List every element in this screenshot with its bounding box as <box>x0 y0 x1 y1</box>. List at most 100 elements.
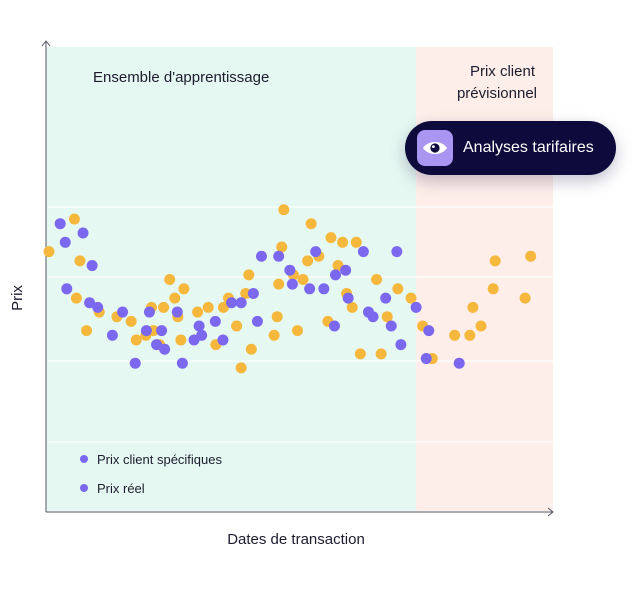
data-point-series0-33 <box>278 204 290 216</box>
data-point-series0-45 <box>346 301 358 313</box>
data-point-series0-62 <box>525 250 537 262</box>
data-point-series1-11 <box>143 306 155 318</box>
data-point-series0-49 <box>375 348 387 360</box>
data-point-series0-15 <box>169 292 181 304</box>
data-point-series1-34 <box>329 269 341 281</box>
region-label-forecast-line1: Prix client <box>470 63 536 80</box>
data-point-series1-21 <box>217 334 229 346</box>
data-point-series0-7 <box>125 315 137 327</box>
data-point-series1-44 <box>410 301 422 313</box>
data-point-series0-58 <box>475 320 487 332</box>
chart-axes <box>41 40 554 517</box>
data-point-series0-28 <box>245 343 257 355</box>
data-point-series0-32 <box>276 241 288 253</box>
data-point-series0-31 <box>273 278 285 290</box>
data-point-series0-24 <box>231 320 243 332</box>
data-point-series0-59 <box>487 283 499 295</box>
data-point-series0-17 <box>175 334 187 346</box>
data-point-series1-40 <box>380 292 392 304</box>
data-point-series0-22 <box>217 301 229 313</box>
data-point-series1-13 <box>156 325 168 337</box>
x-axis-label: Dates de transaction <box>227 531 365 548</box>
data-point-series1-32 <box>318 283 330 295</box>
data-point-series0-48 <box>371 274 383 285</box>
data-point-series1-16 <box>176 357 188 369</box>
data-point-series1-3 <box>77 227 89 239</box>
data-point-series0-55 <box>449 329 461 341</box>
data-point-series0-38 <box>305 218 317 230</box>
data-point-series1-27 <box>273 250 285 262</box>
data-point-series1-10 <box>140 325 152 337</box>
data-point-series0-35 <box>291 325 303 337</box>
data-point-series0-29 <box>268 329 280 341</box>
data-point-series0-20 <box>202 301 214 313</box>
data-point-series1-41 <box>385 320 397 332</box>
data-point-series1-26 <box>255 250 267 262</box>
data-point-series1-42 <box>391 246 403 258</box>
data-point-series0-56 <box>464 329 476 341</box>
data-point-series0-52 <box>405 292 417 304</box>
data-point-series1-1 <box>59 236 71 248</box>
data-point-series1-35 <box>340 264 352 276</box>
legend-marker-specific-price <box>80 455 88 463</box>
data-point-series0-4 <box>81 325 93 337</box>
data-point-series1-9 <box>129 357 141 369</box>
data-point-series1-23 <box>235 297 247 309</box>
data-point-series1-31 <box>310 246 322 258</box>
data-point-series1-7 <box>106 329 118 341</box>
data-point-series1-25 <box>251 315 263 327</box>
data-point-series1-20 <box>209 315 221 327</box>
eye-icon <box>417 130 453 166</box>
data-point-series1-8 <box>117 306 129 318</box>
data-point-series1-43 <box>395 339 407 351</box>
data-point-series0-37 <box>302 255 314 267</box>
legend-label-specific-price: Prix client spécifiques <box>97 452 222 467</box>
data-point-series0-41 <box>325 232 337 244</box>
data-point-series1-19 <box>196 329 208 341</box>
data-point-series0-3 <box>74 255 86 267</box>
y-axis-label: Prix <box>9 285 26 311</box>
data-point-series1-29 <box>286 278 298 290</box>
data-point-series0-19 <box>192 306 204 318</box>
data-point-series1-46 <box>423 325 435 337</box>
data-point-series0-30 <box>271 311 283 323</box>
pricing-analysis-badge: Analyses tarifaires <box>405 121 616 175</box>
data-point-series0-36 <box>297 274 309 285</box>
data-point-series1-36 <box>342 292 354 304</box>
legend: Prix client spécifiques Prix réel <box>80 452 222 496</box>
data-point-series1-33 <box>328 320 340 332</box>
badge-label: Analyses tarifaires <box>463 139 594 156</box>
data-point-series0-1 <box>68 213 80 225</box>
legend-marker-real-price <box>80 484 88 492</box>
data-point-series0-43 <box>337 236 349 248</box>
y-axis-arrow <box>41 40 51 47</box>
data-point-series1-39 <box>367 311 379 323</box>
data-point-series0-57 <box>467 301 479 313</box>
data-point-series0-47 <box>354 348 366 360</box>
x-axis-arrow <box>547 507 554 517</box>
data-point-series1-15 <box>171 306 183 318</box>
region-background-0 <box>46 47 417 511</box>
data-point-series0-2 <box>70 292 82 304</box>
region-label-forecast-line2: prévisionnel <box>457 85 537 102</box>
legend-label-real-price: Prix réel <box>97 481 145 496</box>
data-point-series1-28 <box>284 264 296 276</box>
data-point-series0-46 <box>350 236 362 248</box>
data-point-series0-0 <box>43 246 55 258</box>
data-point-series1-24 <box>247 287 259 299</box>
data-point-series0-14 <box>164 274 176 285</box>
data-point-series1-18 <box>193 320 205 332</box>
data-point-series0-8 <box>130 334 142 346</box>
data-point-series0-25 <box>235 362 247 374</box>
data-point-series1-12 <box>151 339 163 351</box>
data-point-series1-5 <box>86 260 98 272</box>
data-point-series0-13 <box>158 301 170 313</box>
data-point-series0-27 <box>243 269 255 281</box>
data-point-series0-61 <box>519 292 531 304</box>
chart-points <box>43 204 537 374</box>
data-point-series1-2 <box>61 283 73 295</box>
data-point-series0-18 <box>178 283 190 295</box>
data-point-series0-60 <box>489 255 501 267</box>
data-point-series0-26 <box>240 287 252 299</box>
